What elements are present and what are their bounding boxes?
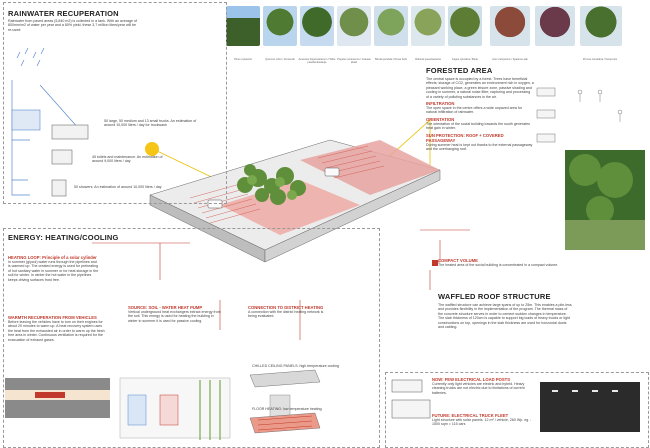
tree-caption: Aesculus hippocastanum / Witte paardenka… bbox=[298, 58, 336, 64]
heating-loop: HEATING LOOP: Principle of a solar cylin… bbox=[8, 255, 100, 282]
district-heating: CONNECTION TO DISTRICT HEATING A connect… bbox=[248, 305, 332, 319]
fleet-future-text: Light structure with solar panels. 12 m²… bbox=[432, 418, 532, 427]
heat-pump: SOURCE: SOIL - WATER HEAT PUMP Vertical … bbox=[128, 305, 224, 323]
compact-title: COMPACT VOLUME bbox=[438, 258, 478, 263]
tree-caption: Populus canescens / Grauwe abeel bbox=[337, 58, 371, 64]
forested-title: FORESTED AREA bbox=[426, 66, 493, 75]
orientation-text: The orientation of the social building t… bbox=[426, 121, 530, 131]
tree-photo-9 bbox=[535, 6, 575, 46]
tree-caption: Prunus cerasifera / Kerspruim bbox=[582, 58, 618, 61]
fleet-panel: NOW: FEW ELECTRICAL LOAD POSTS Currently… bbox=[385, 372, 649, 448]
tree-caption: Fagus sylvatica / Beuk bbox=[452, 58, 478, 61]
compact-panel: COMPACT VOLUME The heated area of the so… bbox=[438, 258, 568, 267]
tree-caption: Betula pendula / Ruwe berk bbox=[375, 58, 407, 61]
tree-photo-4 bbox=[337, 6, 371, 46]
forested-panel: FORESTED AREA The central space is occup… bbox=[426, 66, 534, 151]
tree-caption: Acer campestre / Spaanse aak bbox=[492, 58, 528, 61]
cleaning-truck-icon bbox=[391, 399, 431, 419]
fleet-future-title: FUTURE: ELECTRICAL TRUCK FLEET bbox=[432, 413, 509, 418]
waffled-text: The waffled structure can achieve large … bbox=[438, 303, 572, 330]
compact-text: The heated area of the social building i… bbox=[438, 263, 559, 267]
tree-photo-2 bbox=[263, 6, 297, 46]
orientation-title: ORIENTATION bbox=[426, 116, 455, 122]
tree-caption: Robinia pseudoacacia bbox=[415, 58, 441, 61]
sun-protection-title: SUN PROTECTION: ROOF + COVERED PASSAGEWA… bbox=[426, 132, 504, 143]
wash-truck-icon bbox=[51, 124, 89, 140]
forested-text: The central space is occupied by a fores… bbox=[426, 77, 534, 99]
district-title: CONNECTION TO DISTRICT HEATING bbox=[248, 305, 324, 310]
rainwater-title: RAINWATER RECUPERATION bbox=[8, 9, 119, 18]
tree-photo-5 bbox=[374, 6, 408, 46]
district-text: A connection with the district heating n… bbox=[248, 310, 324, 319]
tree-photo-7 bbox=[448, 6, 482, 46]
energy-panel: ENERGY: HEATING/COOLING HEATING LOOP: Pr… bbox=[3, 228, 380, 448]
tree-photo-8 bbox=[490, 6, 530, 46]
rainwater-showers: 50 showers. An estimation of around 10,0… bbox=[74, 185, 162, 189]
rainwater-trucks: 50 large, 50 medium and 13 small trucks.… bbox=[104, 119, 197, 128]
infiltration-title: INFILTRATION bbox=[426, 101, 455, 107]
tree-caption: Quercus robur / Zomereik bbox=[265, 58, 295, 61]
waffled-title: WAFFLED ROOF STRUCTURE bbox=[438, 292, 551, 301]
tree-photo-3 bbox=[300, 6, 334, 46]
warmth-title: WARMTH RECUPERATION FROM VEHICLES bbox=[8, 315, 97, 320]
heating-loop-title: HEATING LOOP: Principle of a solar cylin… bbox=[8, 255, 97, 260]
heat-pump-title: SOURCE: SOIL - WATER HEAT PUMP bbox=[128, 305, 203, 310]
fleet-now: NOW: FEW ELECTRICAL LOAD POSTS Currently… bbox=[432, 377, 532, 395]
warmth-text: Before leaving the vehicles have to turn… bbox=[8, 320, 105, 342]
fleet-now-text: Currently only light vehicles are electr… bbox=[432, 382, 525, 395]
toilet-icon bbox=[51, 149, 73, 165]
tree-photo-6 bbox=[411, 6, 445, 46]
electric-car-icon bbox=[391, 379, 423, 393]
rainwater-toilets: 45 toilets and maintenance. An estimatio… bbox=[92, 155, 163, 164]
heat-pump-text: Vertical underground heat exchangers ext… bbox=[128, 310, 221, 323]
waffled-panel: WAFFLED ROOF STRUCTURE The waffled struc… bbox=[438, 292, 573, 329]
rainwater-intro: Rainwater from paved areas (5,840 m2) is… bbox=[8, 19, 138, 32]
rainwater-panel: RAINWATER RECUPERATION Rainwater from pa… bbox=[3, 2, 227, 204]
infiltration-text: The open space in the centre offers a wi… bbox=[426, 106, 523, 115]
fleet-future: FUTURE: ELECTRICAL TRUCK FLEET Light str… bbox=[432, 413, 532, 427]
sun-icon bbox=[145, 142, 159, 156]
tree-caption: Pinus sylvestris bbox=[234, 58, 252, 61]
warmth-recuperation: WARMTH RECUPERATION FROM VEHICLES Before… bbox=[8, 315, 108, 342]
fleet-now-title: NOW: FEW ELECTRICAL LOAD POSTS bbox=[432, 377, 511, 382]
floor-heating-label: FLOOR HEATING: low temperature heating bbox=[252, 407, 322, 411]
tree-photo-1 bbox=[226, 6, 260, 46]
energy-title: ENERGY: HEATING/COOLING bbox=[8, 233, 119, 242]
shower-icon bbox=[51, 179, 67, 197]
chilled-ceiling-label: CHILLED CEILING PANELS: high temperature… bbox=[252, 364, 340, 368]
sun-protection-text: During summer heat is kept out thanks to… bbox=[426, 142, 533, 152]
heating-loop-text: In summer (glycol) water runs through th… bbox=[8, 260, 99, 282]
tree-photo-10 bbox=[580, 6, 622, 46]
